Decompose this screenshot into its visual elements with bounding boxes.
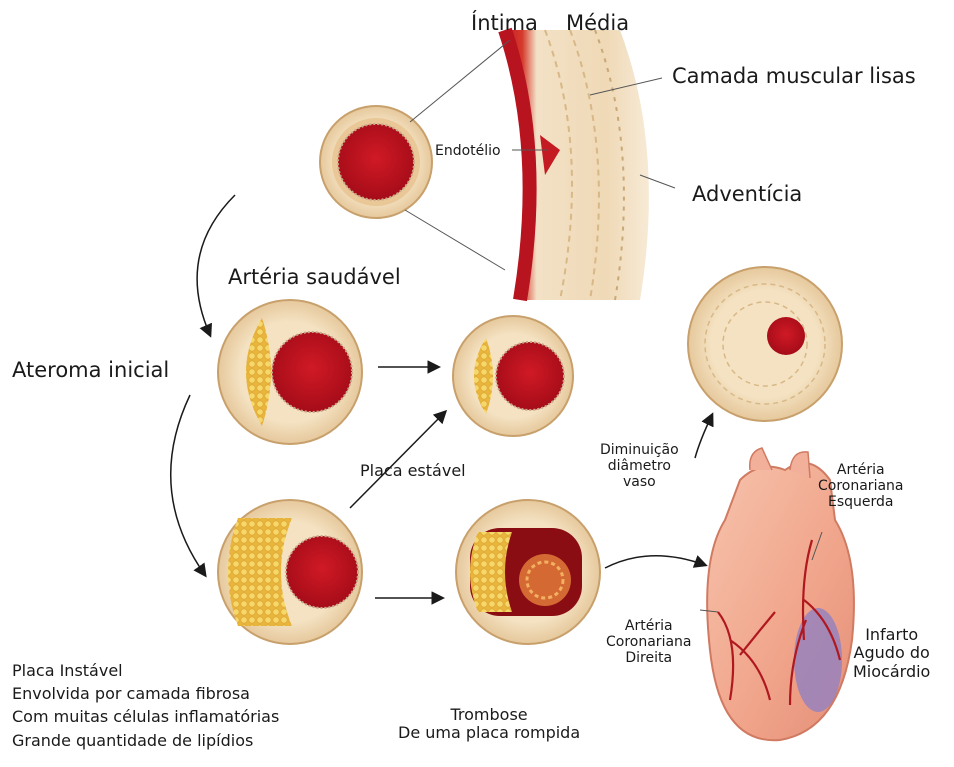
arrow-to-narrowed: [695, 415, 712, 458]
thrombosis-section: [456, 500, 600, 644]
label-camada-muscular: Camada muscular lisas: [672, 64, 916, 88]
arrow-early-to-unstable: [171, 395, 205, 575]
stable-plaque: [453, 316, 573, 436]
label-trombose: Trombose De uma placa rompida: [398, 706, 580, 743]
narrowed-vessel: [688, 267, 842, 421]
arrow-unstable-to-stable: [350, 412, 445, 508]
leader-to-wall-bottom: [405, 210, 505, 270]
early-atheroma: [218, 300, 362, 444]
infarct-area: [794, 608, 842, 712]
label-ateroma-inicial: Ateroma inicial: [12, 358, 169, 382]
label-media: Média: [566, 11, 629, 35]
magnified-artery-wall: [505, 30, 649, 300]
label-coronaria-esquerda: Artéria Coronariana Esquerda: [818, 462, 903, 510]
label-arteria-saudavel: Artéria saudável: [228, 265, 401, 289]
label-diminuicao: Diminuição diâmetro vaso: [600, 442, 679, 490]
label-placa-instavel: Placa Instável Envolvida por camada fibr…: [12, 659, 279, 752]
label-placa-estavel: Placa estável: [360, 462, 466, 480]
leader-to-wall-top: [410, 40, 510, 122]
arrow-thrombosis-to-heart: [605, 556, 705, 568]
unstable-plaque: [218, 500, 362, 644]
healthy-artery: [320, 106, 432, 218]
label-infarto: Infarto Agudo do Miocárdio: [853, 626, 930, 681]
label-intima: Íntima: [471, 11, 538, 35]
label-endotelio: Endotélio: [435, 143, 501, 159]
label-adventicia: Adventícia: [692, 182, 802, 206]
label-coronaria-direita: Artéria Coronariana Direita: [606, 618, 691, 666]
